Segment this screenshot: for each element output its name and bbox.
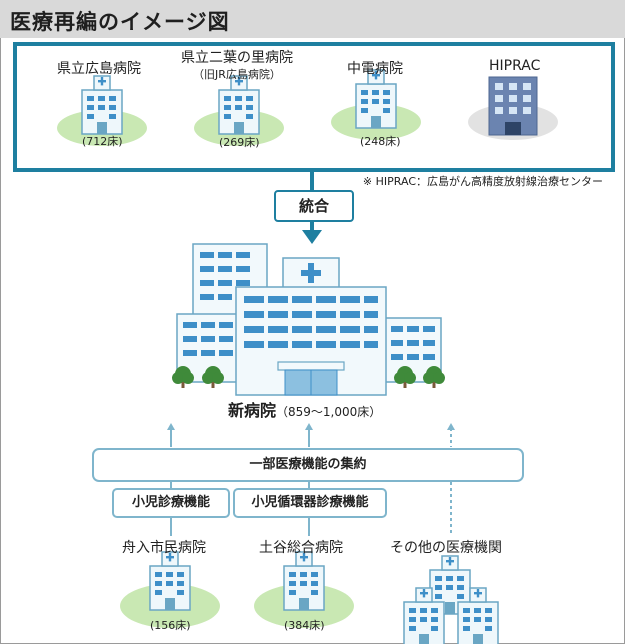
bed-count: (156床) bbox=[150, 619, 191, 632]
hospital-name: 県立二葉の里病院 bbox=[181, 50, 293, 66]
hiprac-building-icon bbox=[488, 76, 538, 136]
hospital-former-name: （旧JR広島病院） bbox=[193, 68, 281, 81]
new-hospital-building-icon bbox=[176, 243, 442, 396]
function-pill: 小児循環器診療機能 bbox=[233, 488, 387, 518]
title-bar: 医療再編のイメージ図 bbox=[0, 0, 625, 38]
merge-label: 統合 bbox=[274, 190, 354, 222]
function-pill: 小児診療機能 bbox=[112, 488, 230, 518]
concentration-bar: 一部医療機能の集約 bbox=[92, 448, 524, 482]
bed-count: (248床) bbox=[360, 135, 401, 148]
hospital-name: 県立広島病院 bbox=[57, 61, 141, 77]
merge-arrow-head bbox=[302, 230, 322, 244]
bed-count: (712床) bbox=[82, 135, 123, 148]
bed-count: (269床) bbox=[219, 136, 260, 149]
hospital-name: 中電病院 bbox=[347, 61, 403, 77]
hiprac-footnote: ※ HIPRAC：広島がん高精度放射線治療センター bbox=[362, 175, 603, 188]
new-hospital-label: 新病院（859～1,000床） bbox=[228, 397, 381, 421]
other-institutions-label: その他の医療機関 bbox=[390, 540, 502, 556]
page-title: 医療再編のイメージ図 bbox=[10, 10, 230, 34]
new-hospital-name: 新病院 bbox=[228, 401, 277, 420]
new-hospital-beds: （859～1,000床） bbox=[276, 405, 382, 419]
bed-count: (384床) bbox=[284, 619, 325, 632]
hospital-name: 舟入市民病院 bbox=[122, 540, 206, 556]
hospital-name: HIPRAC bbox=[489, 58, 541, 74]
hospital-name: 土谷総合病院 bbox=[259, 540, 343, 556]
